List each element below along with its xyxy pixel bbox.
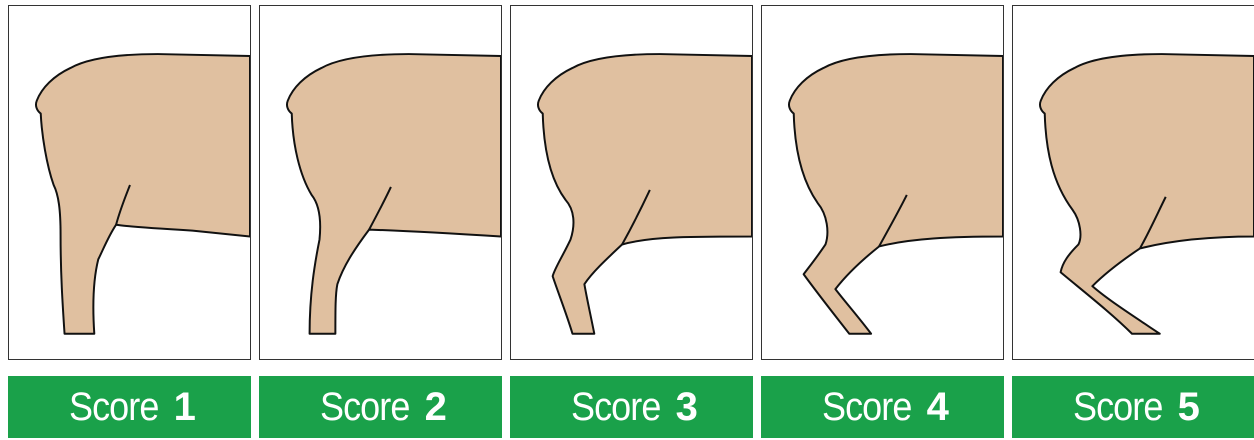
score-label-2: Score 2 xyxy=(259,376,502,438)
illustration-panel-score-5 xyxy=(1012,5,1254,360)
score-label-number: 1 xyxy=(174,385,195,430)
illustration-panel-score-3 xyxy=(510,5,753,360)
score-label-word: Score xyxy=(571,385,661,430)
score-label-number: 2 xyxy=(425,385,446,430)
animal-hindquarter-score-2-icon xyxy=(260,6,501,359)
score-label-word: Score xyxy=(69,385,159,430)
animal-hindquarter-score-3-icon xyxy=(511,6,752,359)
illustration-panel-score-1 xyxy=(8,5,251,360)
score-label-word: Score xyxy=(320,385,410,430)
score-label-5: Score 5 xyxy=(1012,376,1254,438)
score-label-1: Score 1 xyxy=(8,376,251,438)
score-label-word: Score xyxy=(1073,385,1163,430)
score-label-number: 3 xyxy=(676,385,697,430)
score-label-4: Score 4 xyxy=(761,376,1004,438)
animal-hindquarter-score-1-icon xyxy=(9,6,250,359)
score-label-number: 5 xyxy=(1178,385,1199,430)
animal-hindquarter-score-4-icon xyxy=(762,6,1003,359)
score-label-number: 4 xyxy=(927,385,948,430)
score-label-word: Score xyxy=(822,385,912,430)
animal-hindquarter-score-5-icon xyxy=(1013,6,1254,359)
illustration-panel-score-4 xyxy=(761,5,1004,360)
score-label-3: Score 3 xyxy=(510,376,753,438)
illustration-panel-score-2 xyxy=(259,5,502,360)
